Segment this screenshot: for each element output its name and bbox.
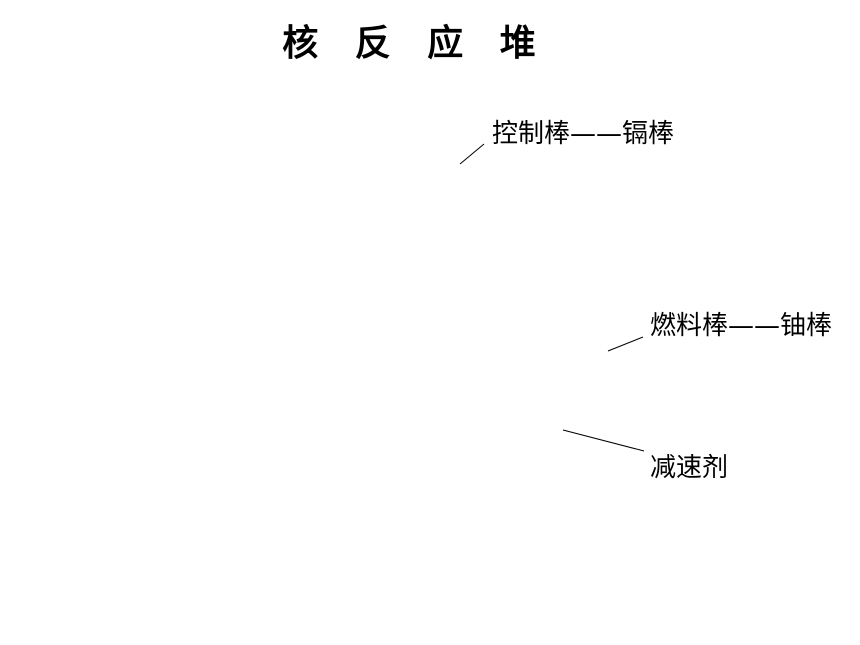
diagram-title: 核 反 应 堆 [282, 23, 548, 64]
moderator-label: 减速剂 [650, 453, 729, 483]
control-rod-label: 控制棒——镉棒 [492, 119, 675, 149]
moderator-leader-line [562, 429, 645, 452]
fuel-rod-label: 燃料棒——铀棒 [650, 311, 833, 341]
control-rod-leader-line [459, 143, 485, 165]
fuel-rod-leader-line [607, 336, 644, 352]
